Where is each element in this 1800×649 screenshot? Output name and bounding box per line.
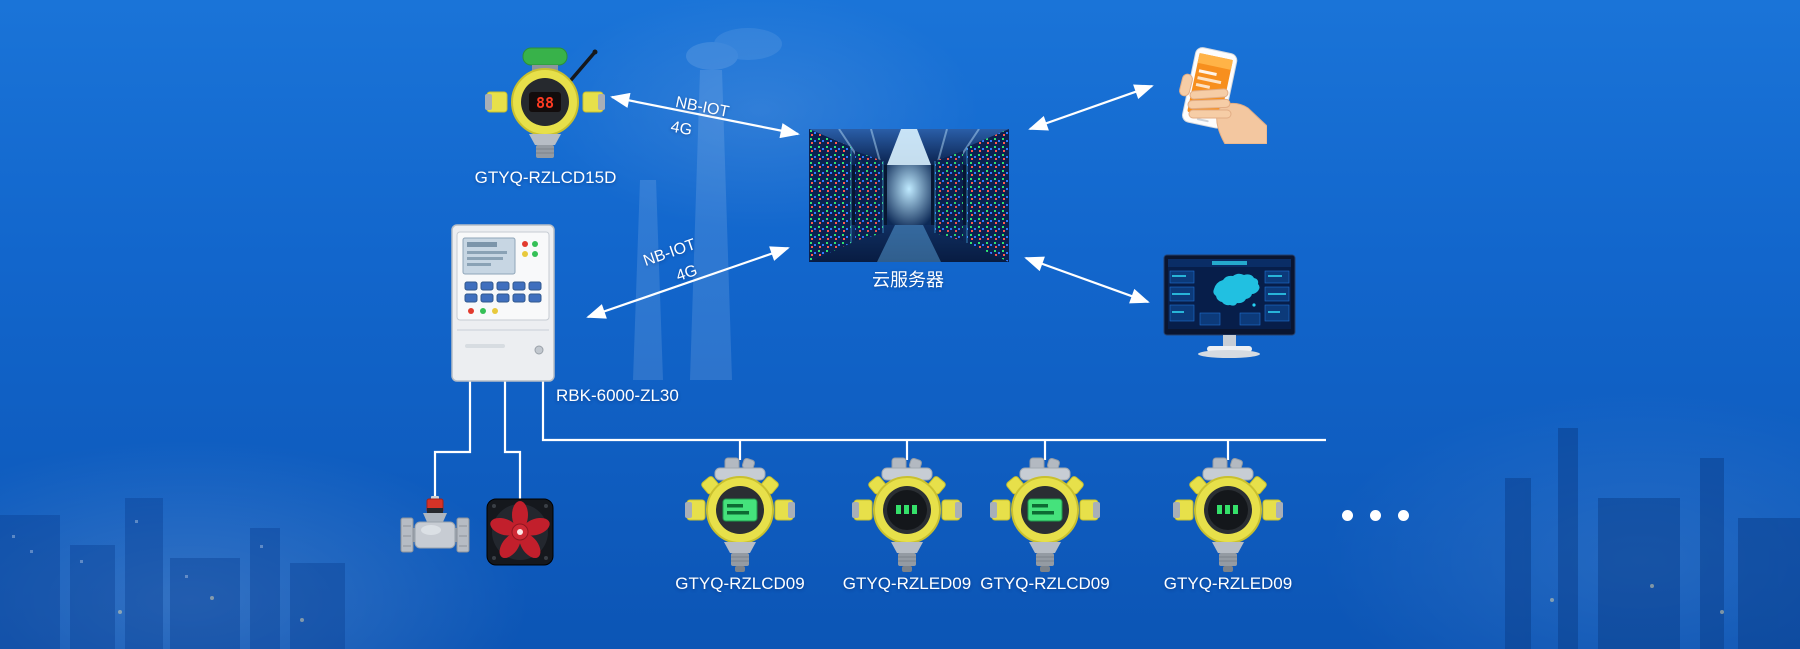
lcd-screen: [1027, 498, 1063, 522]
wire-valve: [433, 380, 472, 500]
wireless-detector: 88: [485, 46, 605, 169]
hand-icon: [1179, 73, 1268, 145]
link-network-text: 4G: [669, 118, 694, 140]
exhaust-fan: [486, 498, 554, 571]
antenna-icon: [569, 49, 598, 82]
cloud-server-image: [809, 128, 1009, 267]
cloud-server-label: 云服务器: [872, 270, 944, 290]
monitor-dashboard: [1162, 253, 1297, 366]
led-screen: [1208, 490, 1248, 530]
arrow-cloud-monitor: [1024, 256, 1150, 304]
gas-detector-1-label: GTYQ-RZLCD09: [675, 574, 805, 593]
lcd-screen: [722, 498, 758, 522]
gas-detector-3-label: GTYQ-RZLCD09: [980, 574, 1110, 593]
gas-detector-2: [852, 456, 962, 583]
link-label-controller-cloud: NB-IOT 4G: [640, 232, 708, 297]
gas-detector-4: [1173, 456, 1283, 583]
controller-keypad: [464, 281, 542, 303]
dot-icon: [1370, 510, 1381, 521]
gas-valve: [399, 496, 471, 573]
led-readout: 88: [536, 94, 554, 112]
gas-detector-1: [685, 456, 795, 583]
dot-icon: [1342, 510, 1353, 521]
gas-detector-2-label: GTYQ-RZLED09: [842, 574, 972, 593]
china-map-graphic: [1213, 273, 1260, 307]
controller-cabinet: [451, 224, 555, 387]
wire-fan: [503, 380, 522, 502]
left-skyline-silhouette: [0, 498, 345, 649]
gas-detector-4-label: GTYQ-RZLED09: [1163, 574, 1293, 593]
led-screen: [887, 490, 927, 530]
link-label-detector-cloud: NB-IOT 4G: [668, 90, 731, 149]
dot-icon: [1398, 510, 1409, 521]
phone-in-hand: [1155, 46, 1268, 149]
arrow-cloud-phone: [1028, 84, 1154, 131]
gas-detector-3: [990, 456, 1100, 583]
fan-blades-icon: [490, 501, 550, 559]
wireless-detector-label: GTYQ-RZLCD15D: [474, 168, 617, 187]
controller-label: RBK-6000-ZL30: [556, 386, 679, 405]
more-devices-dots: [1342, 510, 1409, 521]
chimney-silhouette: [633, 28, 782, 380]
right-refinery-silhouette: [1505, 428, 1800, 649]
